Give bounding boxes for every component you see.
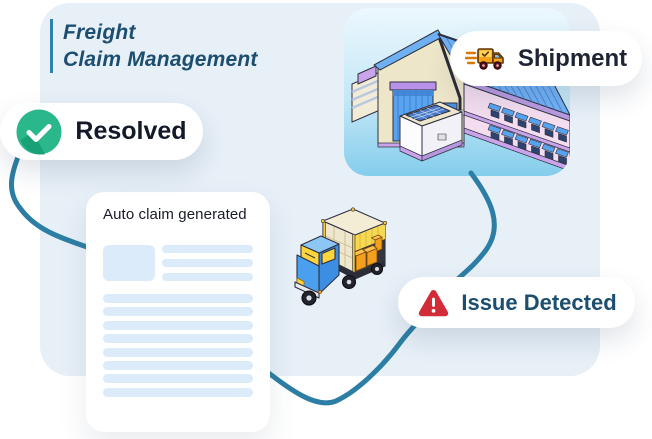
placeholder-line xyxy=(103,387,253,397)
placeholder-line xyxy=(103,334,253,344)
auto-claim-card: Auto claim generated xyxy=(86,192,270,432)
delivery-truck-icon xyxy=(464,47,504,70)
page-title-line2: Claim Management xyxy=(63,48,258,71)
page-title-line1: Freight xyxy=(63,21,136,44)
placeholder-line xyxy=(162,273,253,281)
issue-detected-badge: Issue Detected xyxy=(398,277,635,328)
placeholder-line xyxy=(103,347,253,357)
auto-claim-title: Auto claim generated xyxy=(103,206,247,223)
placeholder-line xyxy=(103,307,253,317)
issue-detected-label: Issue Detected xyxy=(461,289,617,315)
page-title: Freight Claim Management xyxy=(50,19,258,73)
resolved-badge: Resolved xyxy=(0,103,203,160)
check-circle-icon xyxy=(16,109,62,154)
claim-body-placeholder xyxy=(103,294,253,397)
resolved-label: Resolved xyxy=(75,117,187,145)
placeholder-line xyxy=(103,374,253,384)
placeholder-line xyxy=(103,360,253,370)
placeholder-line xyxy=(103,294,253,303)
shipment-badge: Shipment xyxy=(450,31,642,86)
box-truck-illustration xyxy=(289,205,395,311)
warning-triangle-icon xyxy=(419,290,449,317)
placeholder-line xyxy=(103,320,253,330)
placeholder-line xyxy=(162,259,253,267)
claim-thumbnail-placeholder xyxy=(103,245,155,281)
claim-header-placeholder xyxy=(103,245,253,281)
placeholder-line xyxy=(162,245,253,253)
shipment-label: Shipment xyxy=(517,44,628,72)
